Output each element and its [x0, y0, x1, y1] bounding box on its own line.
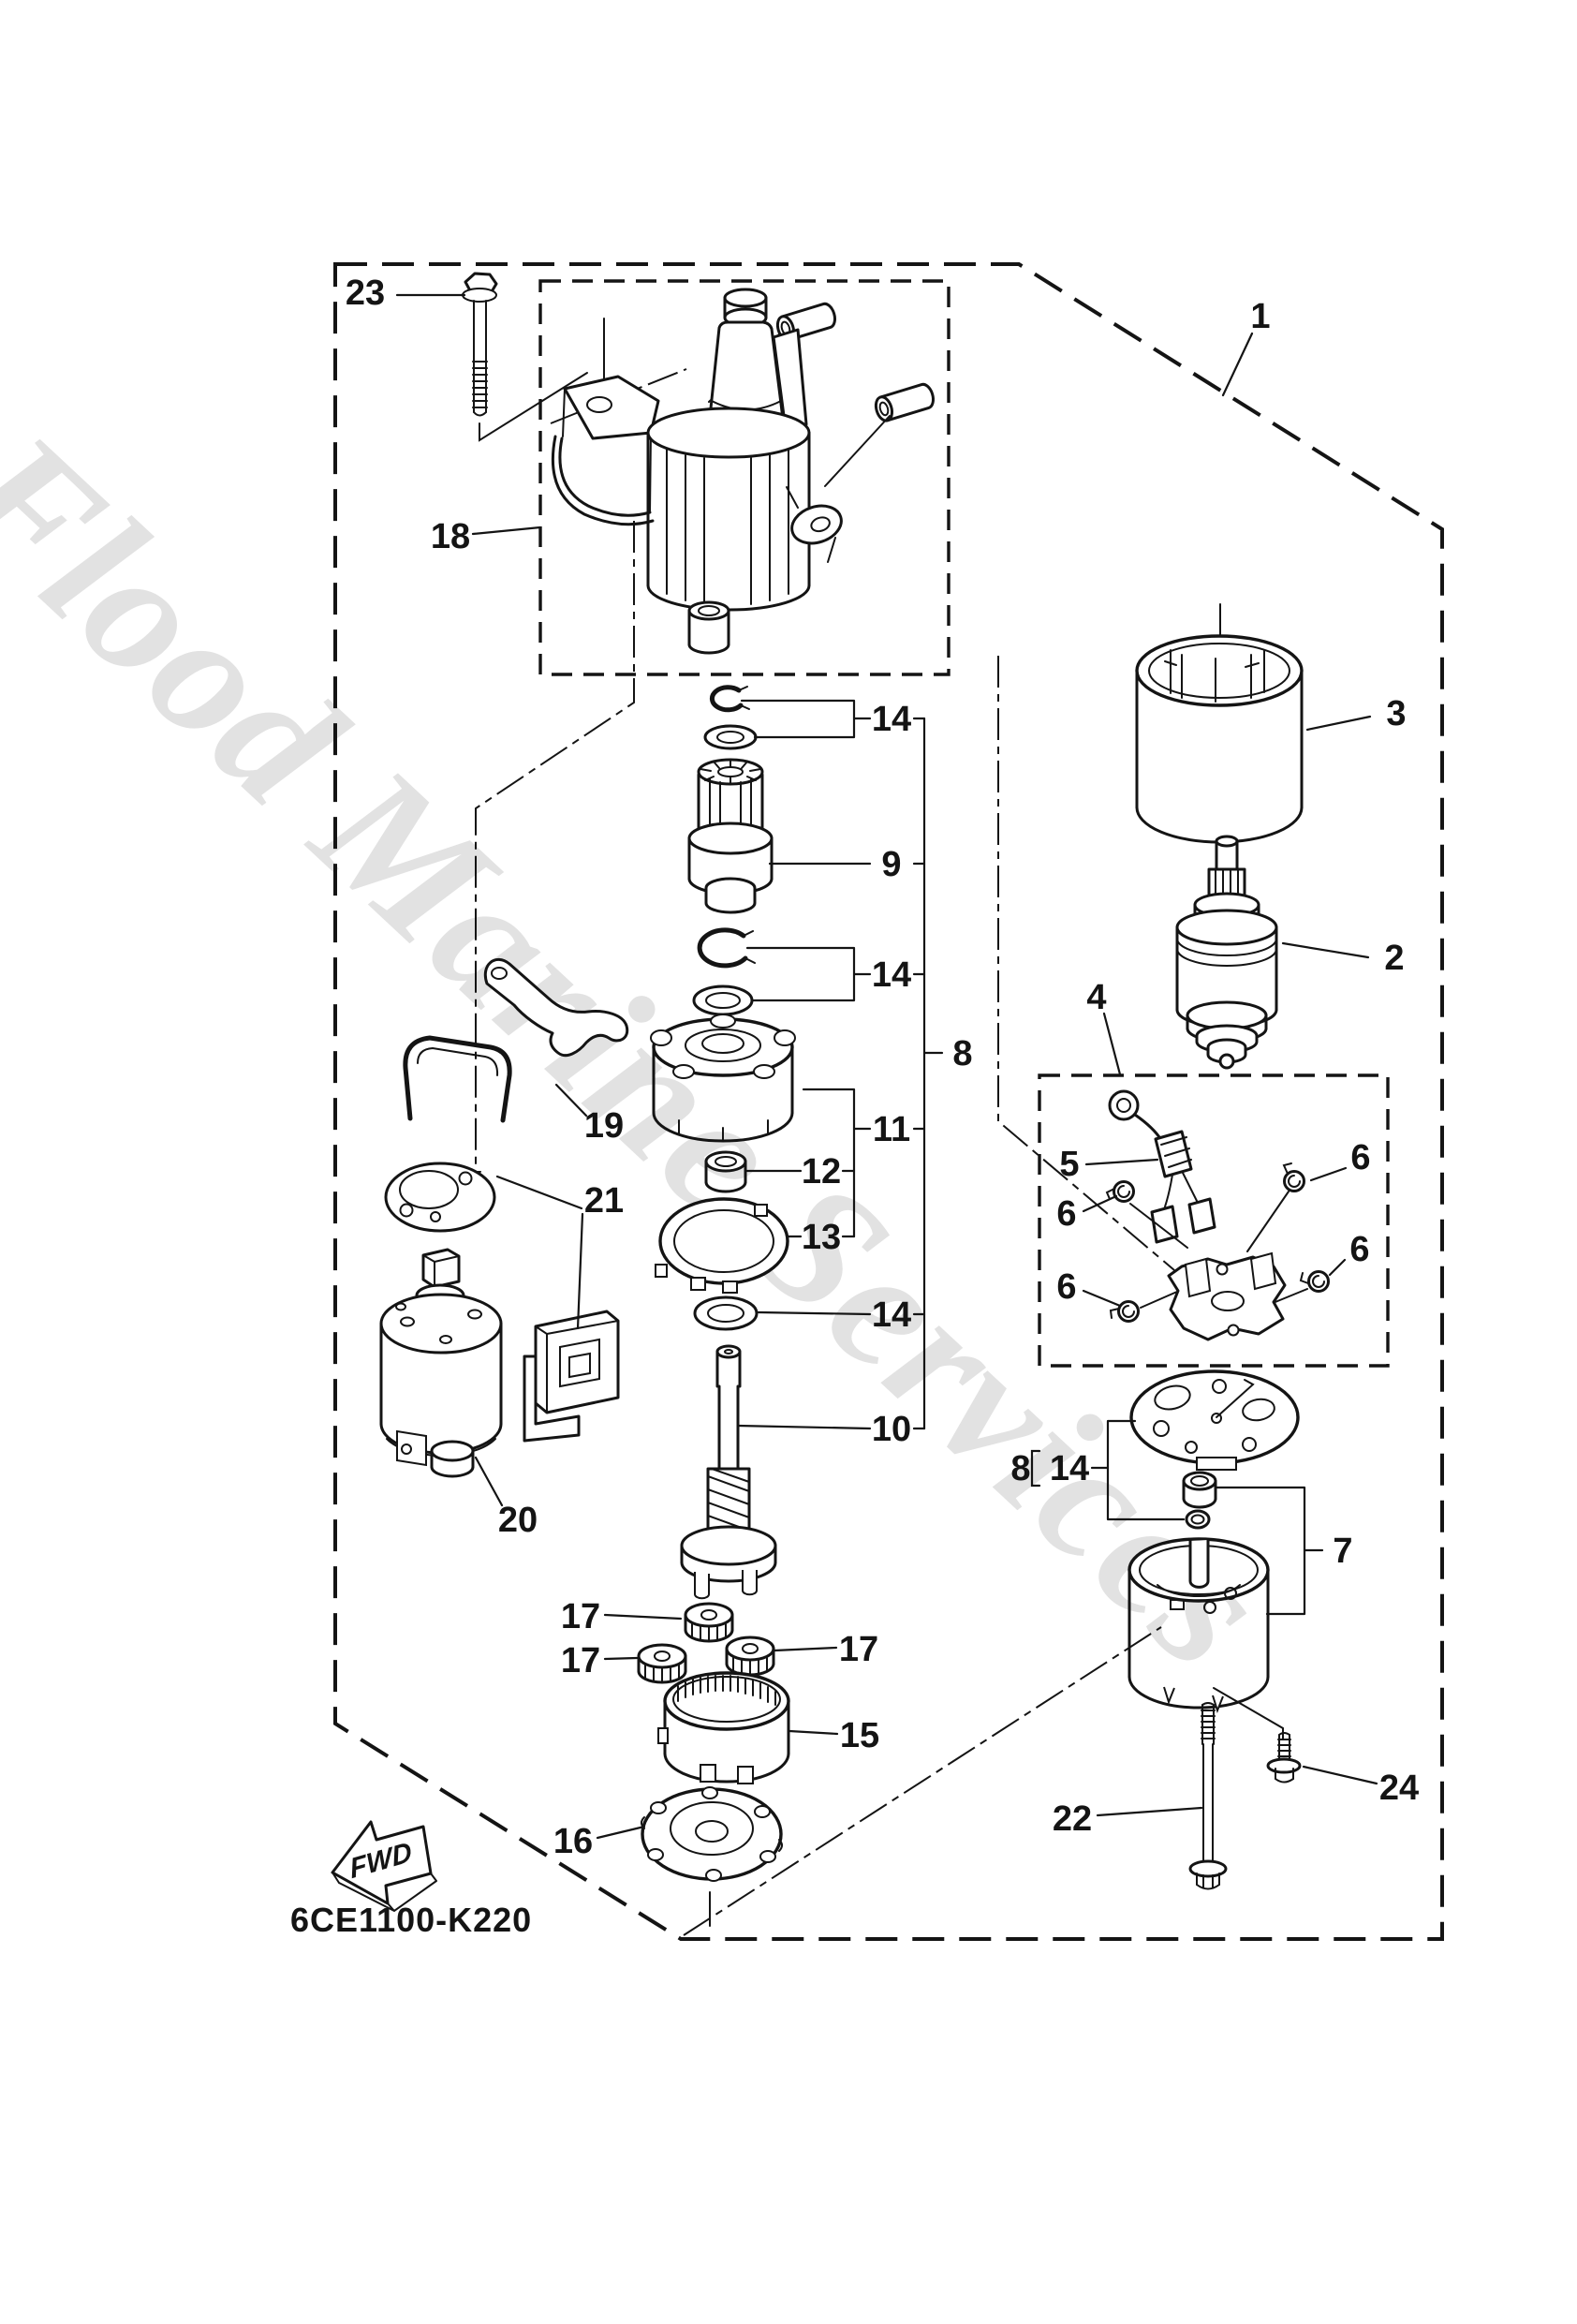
shift-fork-19 — [483, 957, 629, 1058]
spring-clip-19 — [403, 1035, 512, 1123]
callout-12: 12 — [802, 1152, 841, 1192]
ring-gear-15 — [657, 1671, 790, 1784]
callout-21: 21 — [584, 1181, 624, 1221]
washer-14-mid — [692, 984, 754, 1016]
motor-housing-3 — [1135, 634, 1304, 844]
callout-3: 3 — [1386, 694, 1406, 733]
callout-labels: 23 18 1 3 2 4 5 6 6 6 6 14 9 14 8 11 12 … — [346, 274, 1419, 1861]
lock-plate-13 — [655, 1197, 789, 1294]
circlip-14-top — [709, 685, 750, 713]
rear-bracket-14 — [1129, 1369, 1300, 1471]
o-ring — [1185, 1509, 1211, 1530]
callout-17b: 17 — [561, 1641, 600, 1680]
clutch-housing-11 — [650, 1014, 796, 1143]
callout-6b: 6 — [1056, 1194, 1076, 1234]
callout-4: 4 — [1086, 978, 1106, 1017]
callout-1: 1 — [1250, 297, 1270, 336]
callout-17a: 17 — [561, 1597, 600, 1636]
washer-14-top — [703, 724, 758, 750]
brush-holder-box — [1038, 1073, 1390, 1368]
end-plate-16 — [641, 1786, 783, 1882]
starter-assembly-box — [538, 279, 951, 676]
callout-8: 8 — [952, 1034, 972, 1073]
callout-17c: 17 — [839, 1630, 878, 1669]
drive-shaft-10 — [680, 1344, 777, 1600]
callout-6c: 6 — [1056, 1267, 1076, 1307]
callout-9: 9 — [881, 845, 901, 884]
planet-gears-17 — [637, 1602, 775, 1684]
c-clip-14-mid — [697, 927, 756, 969]
callout-22: 22 — [1053, 1799, 1092, 1839]
screw-24 — [1266, 1732, 1302, 1784]
solenoid-plate-21 — [384, 1162, 496, 1233]
callout-8r: 8 — [1010, 1449, 1030, 1488]
callout-11: 11 — [873, 1110, 910, 1149]
callout-6a: 6 — [1350, 1138, 1370, 1177]
pinion-gear-9 — [687, 758, 774, 914]
drawing-code: 6CE1100-K220 — [290, 1901, 532, 1939]
brush-springs-6 — [1105, 1162, 1330, 1323]
callout-13: 13 — [802, 1218, 841, 1257]
washer-14-low — [693, 1295, 759, 1331]
armature-2 — [1175, 835, 1278, 1070]
callout-23: 23 — [346, 274, 385, 313]
callout-19: 19 — [584, 1106, 624, 1146]
bolt-23 — [462, 272, 588, 442]
callout-6d: 6 — [1349, 1230, 1369, 1269]
fwd-arrow-icon: FWD — [331, 1820, 437, 1913]
callout-24: 24 — [1379, 1769, 1419, 1808]
callout-14c: 14 — [872, 1295, 911, 1335]
callout-15: 15 — [840, 1716, 879, 1755]
callout-7: 7 — [1333, 1532, 1352, 1571]
axis-lines — [470, 318, 1221, 1936]
end-cap-7 — [1127, 1537, 1270, 1713]
rear-bushing — [1182, 1471, 1217, 1509]
callout-16: 16 — [553, 1822, 593, 1861]
brush-set-5 — [1108, 1089, 1216, 1244]
bushing-12 — [704, 1150, 747, 1193]
callout-14d: 14 — [1050, 1449, 1089, 1488]
callout-10: 10 — [872, 1410, 911, 1449]
callout-20: 20 — [498, 1501, 538, 1540]
callout-18: 18 — [431, 517, 470, 556]
callout-5: 5 — [1059, 1145, 1079, 1184]
through-bolt-22 — [1188, 1687, 1284, 1890]
callout-14b: 14 — [872, 955, 911, 995]
starter-motor-assembly-18 — [551, 288, 935, 655]
starter-relay-20 — [379, 1248, 503, 1478]
callout-14a: 14 — [872, 700, 911, 739]
relay-bracket-21 — [523, 1310, 620, 1443]
brush-holder-plate — [1167, 1251, 1287, 1341]
callout-2: 2 — [1384, 939, 1404, 978]
outer-boundary — [333, 262, 1444, 1941]
leader-lines — [395, 293, 1378, 1840]
